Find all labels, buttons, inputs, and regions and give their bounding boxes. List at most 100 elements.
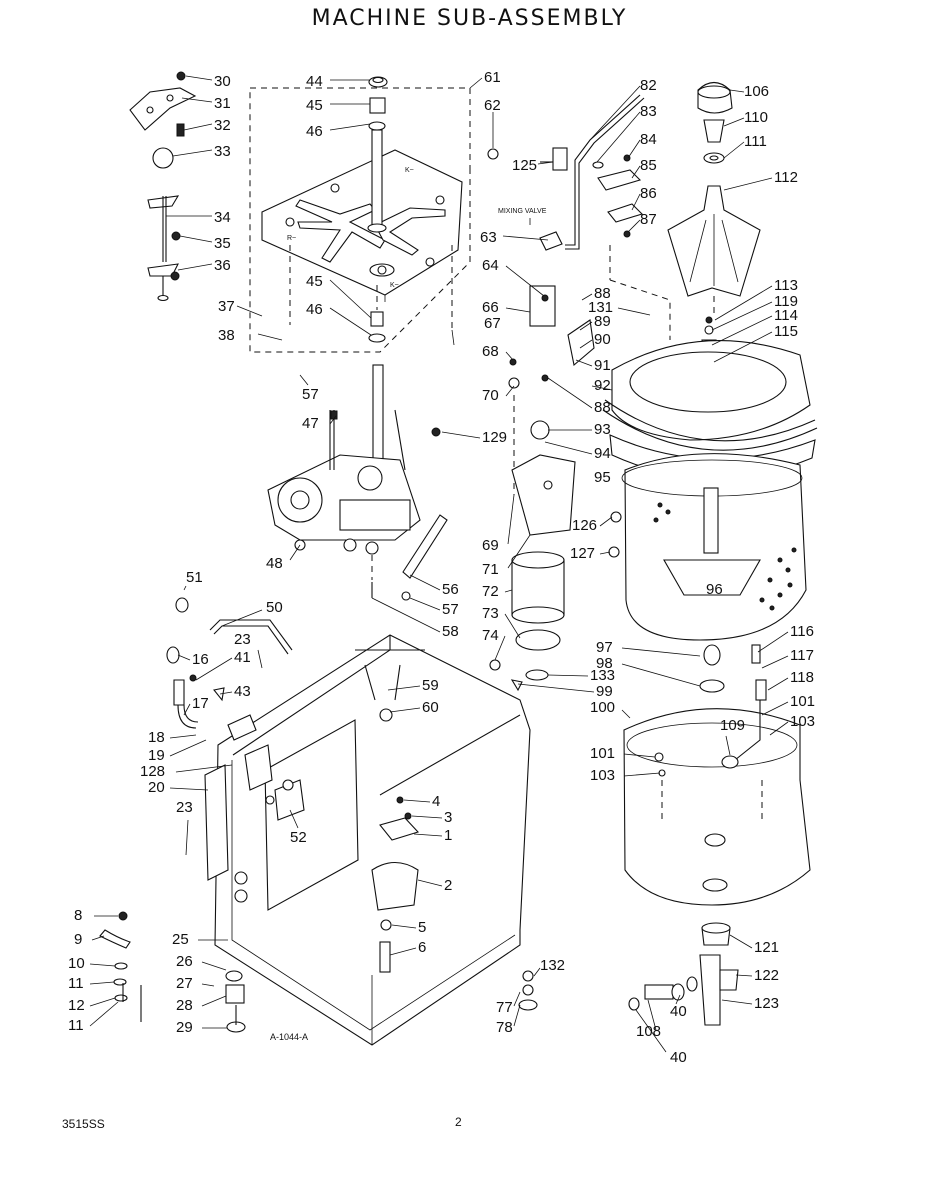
callout-68: 68 [482,343,499,360]
svg-text:K~: K~ [390,282,399,289]
callout-88: 88 [594,285,611,302]
callout-73: 73 [482,605,499,622]
callout-25: 25 [172,931,189,948]
callout-109: 109 [720,717,745,734]
callout-10: 10 [68,955,85,972]
callout-2: 2 [444,877,452,894]
transmission-group [267,364,448,601]
callout-45: 45 [306,97,323,114]
callout-35: 35 [214,235,231,252]
callout-112: 112 [774,169,798,186]
callout-41: 41 [234,649,251,666]
mixing-valve-label: MIXING VALVE [498,208,547,215]
leader-lines [89,75,789,1053]
callout-87: 87 [640,211,657,228]
callout-129: 129 [482,429,507,446]
callout-84: 84 [640,131,657,148]
callout-67: 67 [484,315,501,332]
callout-118: 118 [790,669,814,686]
callout-57b: 57 [442,601,459,618]
callout-94: 94 [594,445,611,462]
callout-31: 31 [214,95,231,112]
callout-96: 96 [706,581,723,598]
transmission-plate-group: K~ K~ R~ [249,76,499,353]
callout-101b: 101 [590,745,615,762]
callout-46: 46 [306,123,323,140]
callout-128: 128 [140,763,165,780]
callout-123: 123 [754,995,779,1012]
outer-tub-group [623,644,811,1026]
callout-111: 111 [744,133,767,150]
callout-11: 11 [68,975,84,992]
callout-19: 19 [148,747,165,764]
basket-holes [653,502,797,611]
callout-86: 86 [640,185,657,202]
callout-12: 12 [68,997,85,1014]
callout-95: 95 [594,469,611,486]
callout-77: 77 [496,999,513,1016]
callout-103b: 103 [590,767,615,784]
callout-3: 3 [444,809,452,826]
callout-132: 132 [540,957,565,974]
callout-28: 28 [176,997,193,1014]
callout-23: 23 [234,631,251,648]
svg-text:K~: K~ [405,167,414,174]
callout-85: 85 [640,157,657,174]
callout-72: 72 [482,583,499,600]
callout-16: 16 [192,651,209,668]
callout-100: 100 [590,699,615,716]
callout-58: 58 [442,623,459,640]
callout-4: 4 [432,793,440,810]
callout-40: 40 [670,1003,687,1020]
cabinet-group: A-1044-A [99,597,538,1046]
tub-ring-basket-group [602,340,818,641]
callout-64: 64 [482,257,499,274]
callout-37: 37 [218,298,235,315]
callout-93: 93 [594,421,611,438]
clip-parts-group [129,71,197,302]
callout-1: 1 [444,827,452,844]
callout-61: 61 [484,69,501,86]
callout-92: 92 [594,377,611,394]
callout-56: 56 [442,581,459,598]
callout-126: 126 [572,517,597,534]
callout-27: 27 [176,975,193,992]
callout-122: 122 [754,967,779,984]
callout-45b: 45 [306,273,323,290]
drawing-number: A-1044-A [270,1032,308,1042]
fill-hose-group: MIXING VALVE [498,94,671,340]
callout-90: 90 [594,331,611,348]
callout-117: 117 [790,647,814,664]
callout-66: 66 [482,299,499,316]
callout-9: 9 [74,931,82,948]
callout-71: 71 [482,561,499,578]
callout-110: 110 [744,109,768,126]
page-number: 2 [455,1115,462,1129]
callout-108: 108 [636,1023,661,1040]
callout-11b: 11 [68,1017,84,1034]
callout-59: 59 [422,677,439,694]
callout-101: 101 [790,693,815,710]
callout-99: 99 [596,683,613,700]
callout-40b: 40 [670,1049,687,1066]
callout-83: 83 [640,103,657,120]
callout-38: 38 [218,327,235,344]
callout-18: 18 [148,729,165,746]
callout-23b: 23 [176,799,193,816]
callout-48: 48 [266,555,283,572]
callout-113: 113 [774,277,798,294]
callout-103: 103 [790,713,815,730]
page-title: MACHINE SUB-ASSEMBLY [311,6,628,31]
callout-33: 33 [214,143,231,160]
callout-26: 26 [176,953,193,970]
callout-60: 60 [422,699,439,716]
callout-46b: 46 [306,301,323,318]
callout-127: 127 [570,545,595,562]
callout-114: 114 [774,307,798,324]
callout-133: 133 [590,667,615,684]
svg-text:R~: R~ [287,235,296,242]
callout-34: 34 [214,209,231,226]
callout-62: 62 [484,97,501,114]
callout-29: 29 [176,1019,193,1036]
callout-30: 30 [214,73,231,90]
